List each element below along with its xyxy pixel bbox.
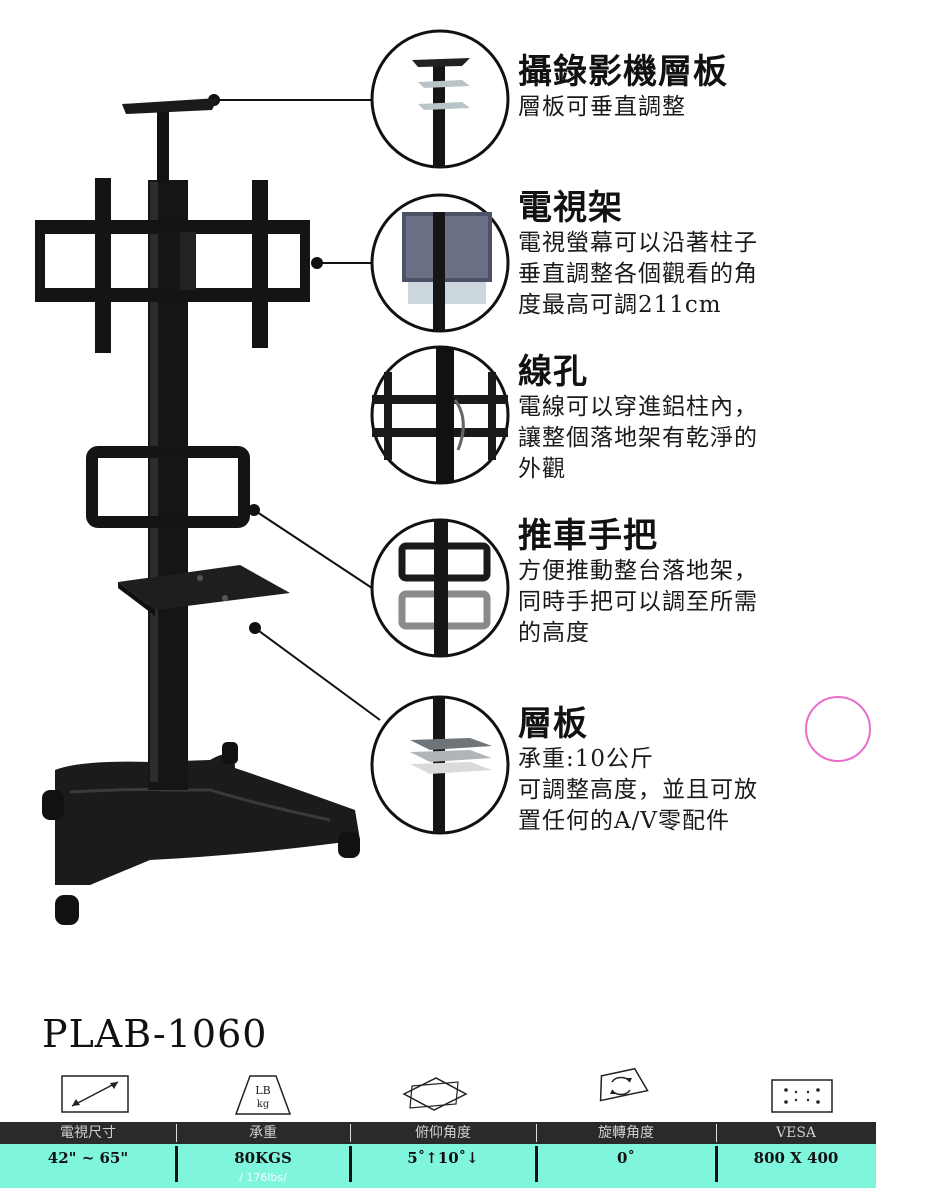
model-number: PLAB-1060 [42,1012,268,1056]
feature-camera-shelf: 攝錄影機層板 層板可垂直調整 [518,52,818,123]
detail-circle-shelf [370,695,510,835]
feature-shelf: 層板 承重:10公斤 可調整高度，並且可放 置任何的A/V零配件 [518,704,818,837]
diagonal-size-icon [61,1075,129,1113]
weight-icon-text-bottom: kg [257,1099,270,1110]
spec-value-tilt: 5˚↑10˚↓ [407,1149,479,1167]
spec-divider [349,1146,352,1182]
spec-label-load: 承重 [249,1125,277,1141]
feature-desc: 電視螢幕可以沿著柱子 垂直調整各個觀看的角 度最高可調211cm [518,230,758,318]
detail-circle-cart-handle [370,518,510,658]
spec-value-tv-size: 42" ~ 65" [47,1149,129,1167]
spec-label-tv-size: 電視尺寸 [60,1125,116,1141]
feature-desc: 電線可以穿進鋁柱內， 讓整個落地架有乾淨的 外觀 [518,394,758,482]
rotation-icon [599,1067,649,1102]
spec-value-vesa: 800 X 400 [753,1149,839,1167]
spec-divider [715,1146,718,1182]
feature-cable-hole: 線孔 電線可以穿進鋁柱內， 讓整個落地架有乾淨的 外觀 [518,352,818,485]
spec-value-rotation: 0˚ [617,1149,635,1167]
detail-circle-tv-mount [370,193,510,333]
spec-value-bar [0,1144,876,1188]
feature-title: 層板 [518,704,588,744]
spec-header-bar [0,1122,876,1144]
tv-bracket [35,178,310,353]
spec-value-load: 80KGS [234,1149,292,1167]
feature-title: 電視架 [518,188,623,228]
spec-label-tilt: 俯仰角度 [415,1125,471,1141]
feature-desc: 承重:10公斤 可調整高度，並且可放 置任何的A/V零配件 [518,746,758,834]
weight-icon: LB kg [234,1075,292,1115]
leader-lines [214,99,381,721]
feature-title: 攝錄影機層板 [518,52,728,92]
tilt-icon [402,1077,468,1111]
feature-desc: 層板可垂直調整 [518,94,686,120]
feature-tv-mount: 電視架 電視螢幕可以沿著柱子 垂直調整各個觀看的角 度最高可調211cm [518,188,818,321]
stand-column [122,98,218,790]
spec-divider [535,1146,538,1182]
stand-base [42,742,360,925]
detail-circle-cable-hole [370,345,510,485]
spec-label-rotation: 旋轉角度 [598,1125,654,1141]
feature-title: 推車手把 [518,516,658,556]
spec-label-vesa: VESA [775,1125,817,1141]
spec-sub-load-lbs: / 176lbs/ [239,1171,287,1184]
weight-icon-text-top: LB [255,1084,270,1097]
cart-handle [86,446,250,528]
stand-shelf [118,565,290,616]
accent-circle [805,696,871,762]
feature-cart-handle: 推車手把 方便推動整台落地架， 同時手把可以調至所需 的高度 [518,516,818,649]
vesa-pattern-icon [771,1079,833,1113]
feature-title: 線孔 [518,352,588,392]
spec-divider [175,1146,178,1182]
feature-desc: 方便推動整台落地架， 同時手把可以調至所需 的高度 [518,558,758,646]
detail-circle-camera-shelf [370,29,510,169]
product-illustration [35,29,871,925]
